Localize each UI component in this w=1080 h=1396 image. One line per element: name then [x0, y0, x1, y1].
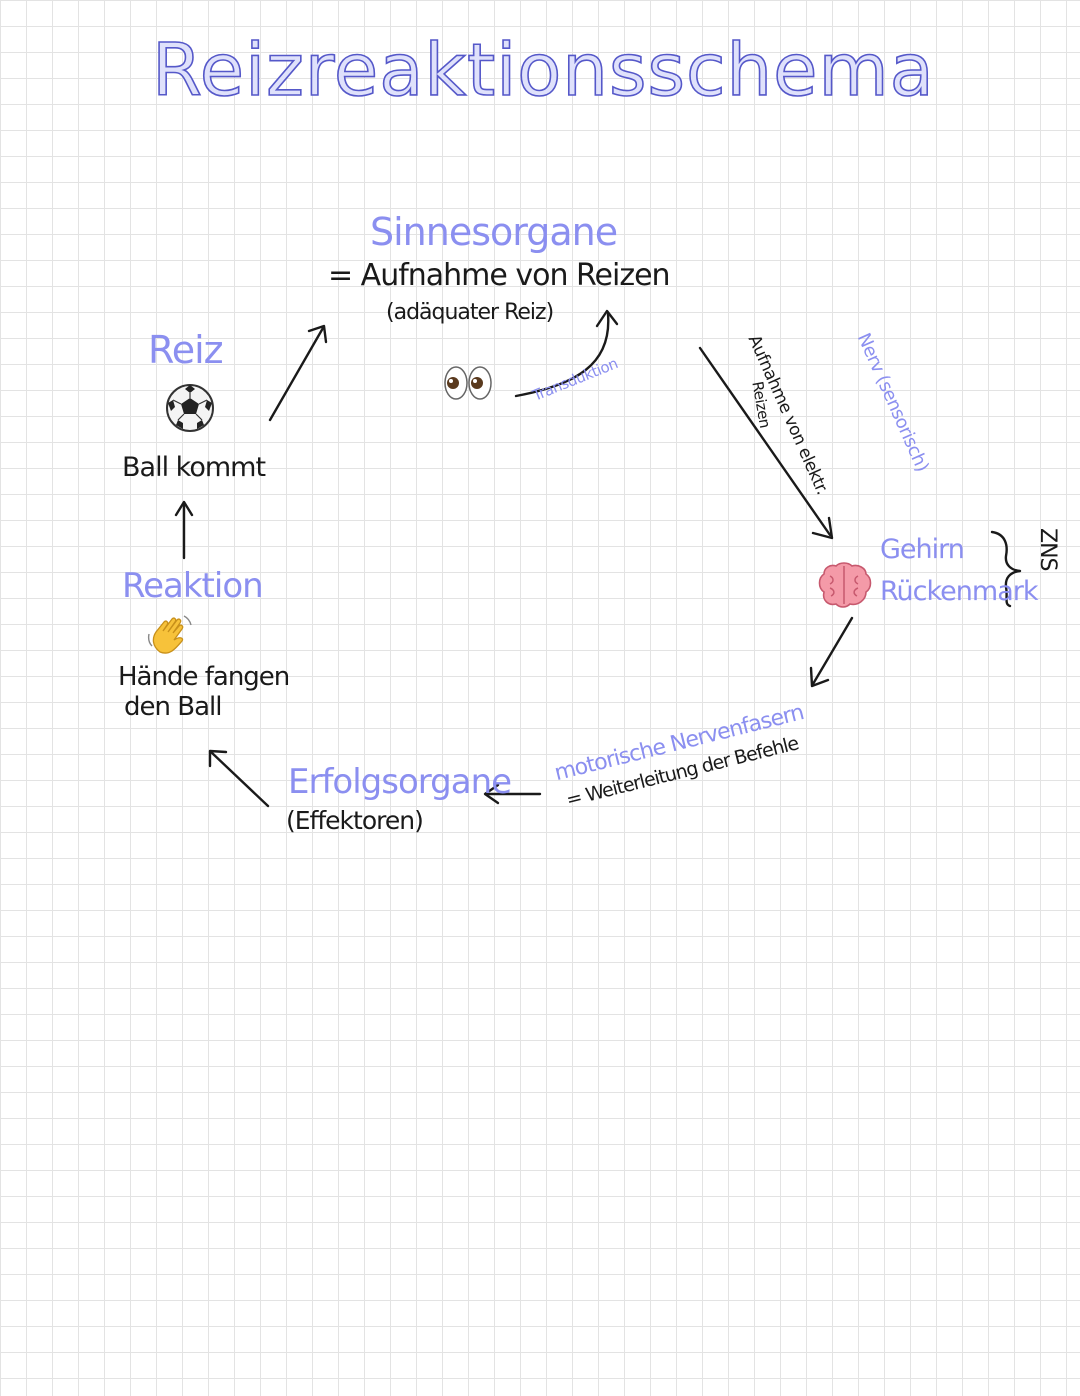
erfolgsorgane-note: (Effektoren): [286, 806, 424, 835]
zns-item-rueckenmark: Rückenmark: [880, 576, 1038, 607]
page-title: Reizreaktionsschema: [151, 27, 935, 113]
sinnesorgane-definition: = Aufnahme von Reizen: [328, 258, 671, 293]
reiz-description: Ball kommt: [122, 452, 266, 483]
sinnesorgane-heading: Sinnesorgane: [370, 210, 618, 254]
reaktion-description-line1: Hände fangen: [118, 662, 290, 692]
reaktion-description-line2: den Ball: [124, 692, 222, 722]
reaktion-heading: Reaktion: [122, 566, 264, 606]
zns-item-gehirn: Gehirn: [880, 534, 965, 565]
erfolgsorgane-heading: Erfolgsorgane: [288, 762, 512, 802]
arrow-sinnesorgane-to-zns: [698, 346, 832, 537]
reiz-heading: Reiz: [148, 328, 224, 372]
arrow-transduktion: [514, 312, 610, 398]
soccer-ball-icon: [165, 383, 215, 437]
brain-icon: [816, 562, 872, 612]
arrow-reiz-to-sinnesorgane: [268, 326, 325, 422]
waving-hand-icon: [146, 612, 194, 660]
eyes-icon: [443, 364, 493, 408]
arrow-erfolgsorgane-to-reaktion: [209, 750, 270, 808]
zns-brace: [990, 530, 1022, 608]
arrow-zns-to-motor: [811, 616, 854, 686]
zns-label: ZNS: [1035, 528, 1060, 571]
sinnesorgane-note: (adäquater Reiz): [386, 300, 554, 325]
